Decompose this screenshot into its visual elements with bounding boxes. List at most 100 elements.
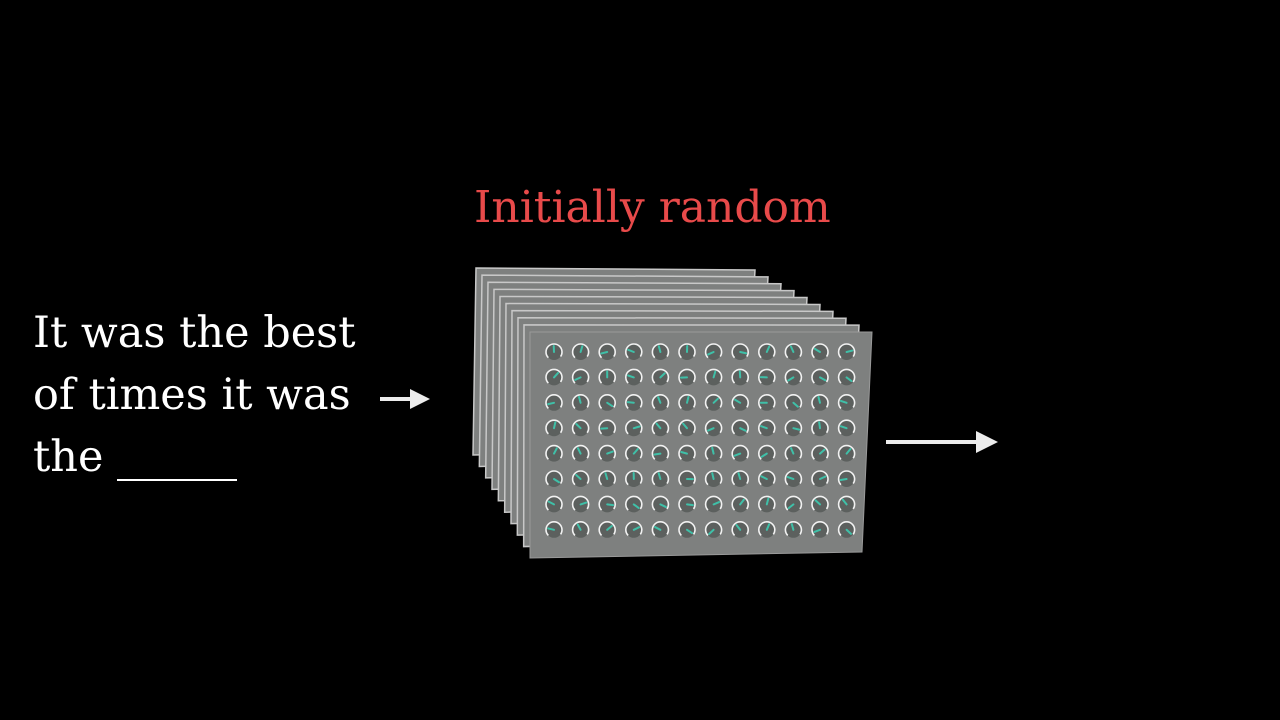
parameter-dial-icon [757, 495, 776, 514]
parameter-dial-icon [704, 495, 723, 514]
parameter-dial-icon [651, 470, 670, 488]
parameter-dial-icon [784, 444, 803, 463]
parameter-dial-icon [837, 444, 856, 463]
parameter-dial-icon [571, 419, 590, 438]
parameter-dial-icon [757, 393, 776, 412]
parameter-dial-icon [571, 343, 590, 361]
model-front-panel [529, 331, 873, 559]
parameter-dial-icon [624, 470, 643, 488]
parameter-dial-icon [837, 495, 856, 514]
parameter-dial-icon [678, 520, 696, 539]
parameter-dial-icon [678, 393, 696, 412]
parameter-dial-icon [545, 393, 563, 412]
parameter-dial-icon [545, 520, 563, 539]
parameter-dial-icon [784, 393, 803, 412]
parameter-dial-icon [704, 444, 723, 463]
parameter-dial-icon [757, 520, 776, 539]
initially-random-label: Initially random [474, 182, 831, 233]
parameter-dial-icon [784, 495, 803, 514]
parameter-dial-icon [545, 419, 563, 438]
parameter-dial-icon [704, 343, 723, 361]
parameter-dial-icon [757, 470, 776, 488]
parameter-dial-icon [571, 495, 590, 514]
parameter-dial-icon [545, 444, 563, 463]
parameter-dial-icon [784, 470, 803, 488]
parameter-dial-icon [571, 470, 590, 488]
prompt-line-2: of times it was [33, 370, 351, 420]
parameter-dial-icon [731, 368, 750, 387]
parameter-dial-icon [811, 470, 829, 488]
parameter-dial-icon [837, 393, 856, 412]
parameter-dial-icon [811, 343, 829, 361]
parameter-dial-icon [598, 520, 617, 539]
parameter-dial-icon [598, 419, 617, 438]
parameter-dial-icon [651, 520, 670, 539]
parameter-dial-icon [731, 343, 750, 361]
blank-placeholder [117, 435, 238, 481]
parameter-dial-icon [811, 444, 829, 463]
parameter-dial-icon [651, 419, 670, 438]
parameter-dial-icon [784, 368, 803, 387]
parameter-dial-icon [811, 368, 829, 387]
parameter-dial-icon [704, 520, 723, 539]
parameter-dial-icon [651, 444, 670, 463]
parameter-dial-icon [757, 343, 776, 361]
output-arrow [886, 431, 998, 453]
prompt-line-3-text: the [33, 432, 104, 482]
parameter-dial-icon [811, 393, 829, 412]
parameter-dial-icon [731, 393, 750, 412]
parameter-dial-icon [731, 419, 750, 438]
parameter-dial-icon [624, 368, 643, 387]
parameter-dial-icon [598, 470, 617, 488]
parameter-dial-icon [545, 368, 563, 387]
parameter-dial-icon [837, 520, 856, 539]
parameter-dial-icon [598, 393, 617, 412]
parameter-dial-icon [598, 495, 617, 514]
parameter-dial-icon [598, 343, 617, 361]
parameter-dial-icon [731, 444, 750, 463]
parameter-dial-icon [811, 495, 829, 514]
parameter-dial-icon [651, 393, 670, 412]
parameter-dial-icon [678, 444, 696, 463]
parameter-dial-icon [731, 470, 750, 488]
parameter-dial-icon [624, 343, 643, 361]
parameter-dial-icon [598, 368, 617, 387]
parameter-dial-icon [624, 393, 643, 412]
parameter-dial-icon [651, 368, 670, 387]
parameter-dial-icon [598, 444, 617, 463]
parameter-dial-icon [731, 520, 750, 539]
parameter-dial-icon [678, 470, 696, 488]
parameter-dial-icon [757, 368, 776, 387]
parameter-dial-icon [545, 495, 563, 514]
prompt-line-1: It was the best [33, 308, 356, 358]
input-arrow-head [410, 389, 430, 409]
parameter-dial-icon [784, 343, 803, 361]
parameter-dial-icon [784, 419, 803, 438]
parameter-dial-icon [678, 343, 696, 361]
parameter-dial-icon [651, 495, 670, 514]
parameter-dial-icon [571, 393, 590, 412]
parameter-dial-icon [624, 520, 643, 539]
prompt-text: It was the best of times it was the [33, 302, 356, 488]
input-arrow [380, 389, 430, 409]
parameter-dial-icon [651, 343, 670, 361]
parameter-dial-icon [837, 343, 856, 361]
parameter-dial-icon [757, 444, 776, 463]
parameter-dial-icon [545, 470, 563, 488]
parameter-dial-icon [678, 368, 696, 387]
output-arrow-head [976, 431, 998, 453]
parameter-dial-icon [757, 419, 776, 438]
parameter-dial-icon [571, 368, 590, 387]
prompt-line-3: the [33, 426, 356, 488]
parameter-dial-icon [678, 419, 696, 438]
parameter-dial-icon [784, 520, 803, 539]
parameter-dial-icon [704, 368, 723, 387]
parameter-dial-icon [704, 393, 723, 412]
parameter-dial-icon [704, 419, 723, 438]
parameter-dial-icon [811, 419, 829, 438]
parameter-dial-icon [837, 368, 856, 387]
parameter-dial-icon [731, 495, 750, 514]
parameter-dial-icon [545, 343, 563, 361]
parameter-dial-icon [624, 495, 643, 514]
